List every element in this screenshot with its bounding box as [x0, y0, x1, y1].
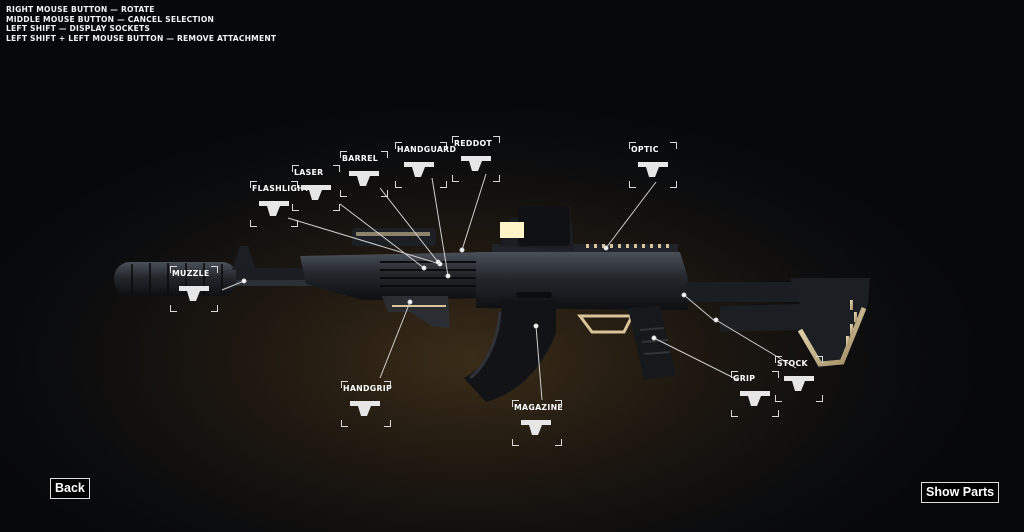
socket-optic-label: OPTIC — [631, 145, 659, 154]
handguard-part-icon — [404, 162, 434, 177]
magazine-part-icon — [521, 420, 551, 435]
socket-grip-label: GRIP — [733, 374, 756, 383]
socket-magazine-label: MAGAZINE — [514, 403, 564, 412]
handgrip-part-icon — [350, 401, 380, 416]
help-line-rotate: RIGHT MOUSE BUTTON — ROTATE — [6, 5, 155, 14]
flashlight-part-icon — [259, 201, 289, 216]
socket-grip[interactable]: GRIP — [731, 371, 779, 417]
socket-leader-lines — [221, 173, 797, 401]
optic-part-icon — [638, 162, 668, 177]
socket-laser-label: LASER — [294, 168, 324, 177]
help-line-cancel: MIDDLE MOUSE BUTTON — CANCEL SELECTION — [6, 14, 215, 24]
magazine-model — [464, 300, 556, 402]
help-line-remove: LEFT SHIFT + LEFT MOUSE BUTTON — REMOVE … — [6, 33, 277, 43]
controls-help: RIGHT MOUSE BUTTON — ROTATE MIDDLE MOUSE… — [6, 5, 276, 43]
socket-barrel[interactable]: BARREL — [340, 151, 388, 197]
socket-reddot[interactable]: REDDOT — [452, 136, 500, 182]
stock-part-icon — [784, 376, 814, 391]
muzzle-part-icon — [179, 286, 209, 301]
rifle-model[interactable] — [114, 206, 870, 402]
socket-reddot-label: REDDOT — [454, 139, 493, 148]
socket-barrel-label: BARREL — [342, 154, 379, 163]
socket-handgrip[interactable]: HANDGRIP — [341, 381, 392, 427]
socket-laser[interactable]: LASER — [292, 165, 340, 211]
socket-stock-label: STOCK — [777, 359, 808, 368]
socket-flashlight-label: FLASHLIGHT — [252, 184, 310, 193]
laser-part-icon — [301, 185, 331, 200]
socket-handguard[interactable]: HANDGUARD — [395, 142, 456, 188]
reddot-part-icon — [461, 156, 491, 171]
socket-muzzle-label: MUZZLE — [172, 269, 210, 278]
barrel-part-icon — [349, 171, 379, 186]
show-parts-button[interactable]: Show Parts — [921, 482, 1000, 503]
grip-part-icon — [740, 391, 770, 406]
socket-magazine[interactable]: MAGAZINE — [512, 400, 564, 446]
socket-flashlight[interactable]: FLASHLIGHT — [250, 181, 309, 227]
back-button[interactable]: Back — [50, 478, 90, 499]
socket-optic[interactable]: OPTIC — [629, 142, 677, 188]
socket-handguard-label: HANDGUARD — [397, 145, 457, 154]
socket-handgrip-label: HANDGRIP — [343, 384, 392, 393]
help-line-sockets: LEFT SHIFT — DISPLAY SOCKETS — [6, 24, 151, 34]
socket-muzzle[interactable]: MUZZLE — [170, 266, 218, 312]
socket-stock[interactable]: STOCK — [775, 356, 823, 402]
